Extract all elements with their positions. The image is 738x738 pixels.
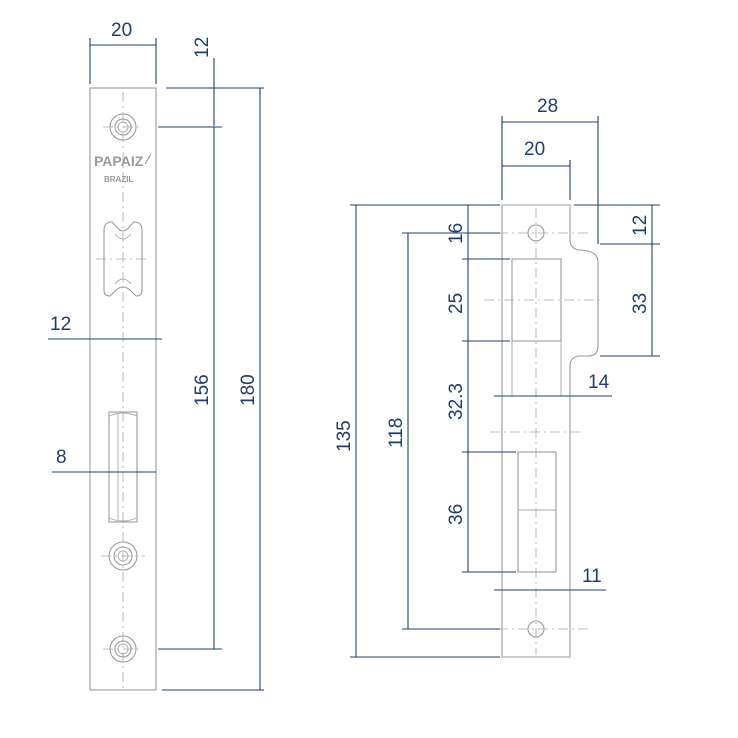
bottom-screw-hole-icon: [103, 635, 143, 663]
brand-name: PAPAIZ: [94, 153, 144, 169]
faceplate: PAPAIZ BRAZIL: [48, 87, 162, 691]
strike-lip-top-label: 12: [630, 215, 651, 236]
strike-hole-spacing-label: 118: [386, 418, 407, 448]
strike-lip-height-label: 33: [630, 293, 651, 314]
faceplate-top-offset-label: 12: [192, 37, 213, 58]
latch-opening: [96, 411, 152, 523]
strike-total-width-label: 28: [537, 96, 558, 117]
faceplate-latch-width-label: 8: [56, 447, 67, 468]
strike-lower-opening: [517, 451, 557, 573]
strike-upper-opening-label: 25: [446, 293, 467, 314]
strike-plate-outline: [501, 204, 599, 658]
brand-logo: PAPAIZ BRAZIL: [94, 153, 152, 184]
strike-lip-offset-label: 14: [588, 372, 610, 393]
faceplate-width-label: 20: [111, 20, 132, 41]
strike-bottom-hole-icon: [478, 620, 590, 638]
middle-screw-hole-icon: [101, 541, 145, 571]
strike-lower-opening-label: 36: [446, 504, 467, 525]
strike-plate: [478, 204, 600, 658]
faceplate-hole-spacing-label: 156: [192, 374, 213, 406]
strike-plate-dimensions: 28 20 12 33 16 25 32.3 36 14: [334, 96, 660, 658]
faceplate-backset-label: 12: [50, 314, 71, 335]
faceplate-length-label: 180: [238, 374, 259, 406]
strike-top-hole-icon: [478, 224, 590, 242]
top-screw-hole-icon: [103, 113, 143, 141]
strike-opening-gap-label: 32.3: [446, 383, 467, 420]
strike-plate-width-label: 20: [524, 139, 545, 160]
faceplate-outline: [89, 87, 157, 691]
faceplate-dimensions: 20 12 156 180 12 8: [50, 20, 264, 691]
follower-shape-icon: [96, 221, 150, 297]
brand-origin: BRAZIL: [104, 175, 133, 184]
strike-total-length-label: 135: [334, 420, 355, 452]
strike-opening-offset-label: 11: [582, 566, 602, 587]
